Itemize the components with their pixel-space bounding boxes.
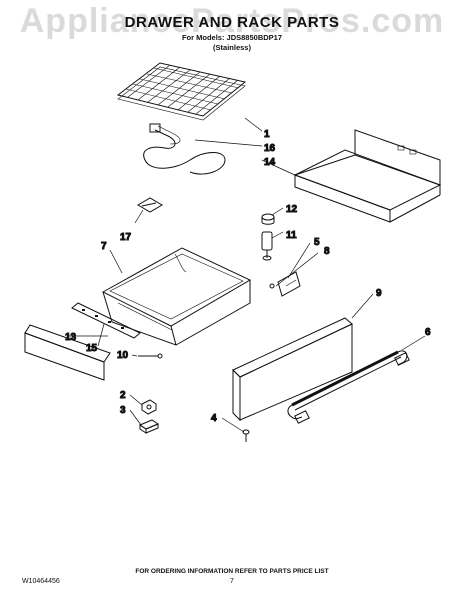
roller bbox=[261, 231, 273, 261]
callout-6: 6 bbox=[425, 327, 431, 338]
page-number: 7 bbox=[230, 578, 234, 585]
callout-13: 13 bbox=[65, 332, 77, 343]
models-line: For Models: JDS8850BDP17 bbox=[181, 33, 283, 42]
leader-lines bbox=[68, 117, 426, 433]
callout-1: 1 bbox=[264, 129, 270, 140]
drawer-pan bbox=[101, 247, 252, 346]
callout-10: 10 bbox=[117, 350, 129, 361]
screw bbox=[242, 429, 250, 442]
callout-15: 15 bbox=[86, 343, 98, 354]
nut bbox=[141, 399, 157, 415]
callout-8: 8 bbox=[324, 246, 330, 257]
document-number: W10464456 bbox=[22, 578, 60, 585]
page-title: DRAWER AND RACK PARTS bbox=[124, 14, 340, 31]
drawer-handle bbox=[287, 350, 410, 424]
callout-16: 16 bbox=[264, 143, 276, 154]
callout-9: 9 bbox=[376, 288, 382, 299]
bushing bbox=[261, 213, 275, 225]
callout-4: 4 bbox=[211, 413, 217, 424]
callout-7: 7 bbox=[101, 241, 107, 252]
callout-14: 14 bbox=[264, 157, 276, 168]
drawer-inner-panel bbox=[24, 324, 111, 381]
drawer-front-panel bbox=[232, 317, 353, 422]
callout-2: 2 bbox=[120, 390, 126, 401]
callout-5: 5 bbox=[314, 237, 320, 248]
spring-pin bbox=[138, 353, 163, 359]
plug bbox=[138, 419, 160, 434]
oven-rack bbox=[116, 62, 247, 121]
slide-bracket bbox=[269, 271, 301, 297]
watermark: AppliancePartsPros.com bbox=[19, 2, 445, 40]
drawer-support-bracket bbox=[293, 129, 442, 223]
callout-11: 11 bbox=[286, 230, 297, 241]
ordering-note: FOR ORDERING INFORMATION REFER TO PARTS … bbox=[135, 568, 329, 575]
callout-3: 3 bbox=[120, 405, 126, 416]
drawer-slide-rail bbox=[71, 302, 141, 339]
callout-12: 12 bbox=[286, 204, 298, 215]
bake-element bbox=[143, 123, 226, 175]
variant-label: (Stainless) bbox=[213, 43, 251, 52]
clip bbox=[137, 197, 163, 213]
callout-17: 17 bbox=[120, 232, 132, 243]
